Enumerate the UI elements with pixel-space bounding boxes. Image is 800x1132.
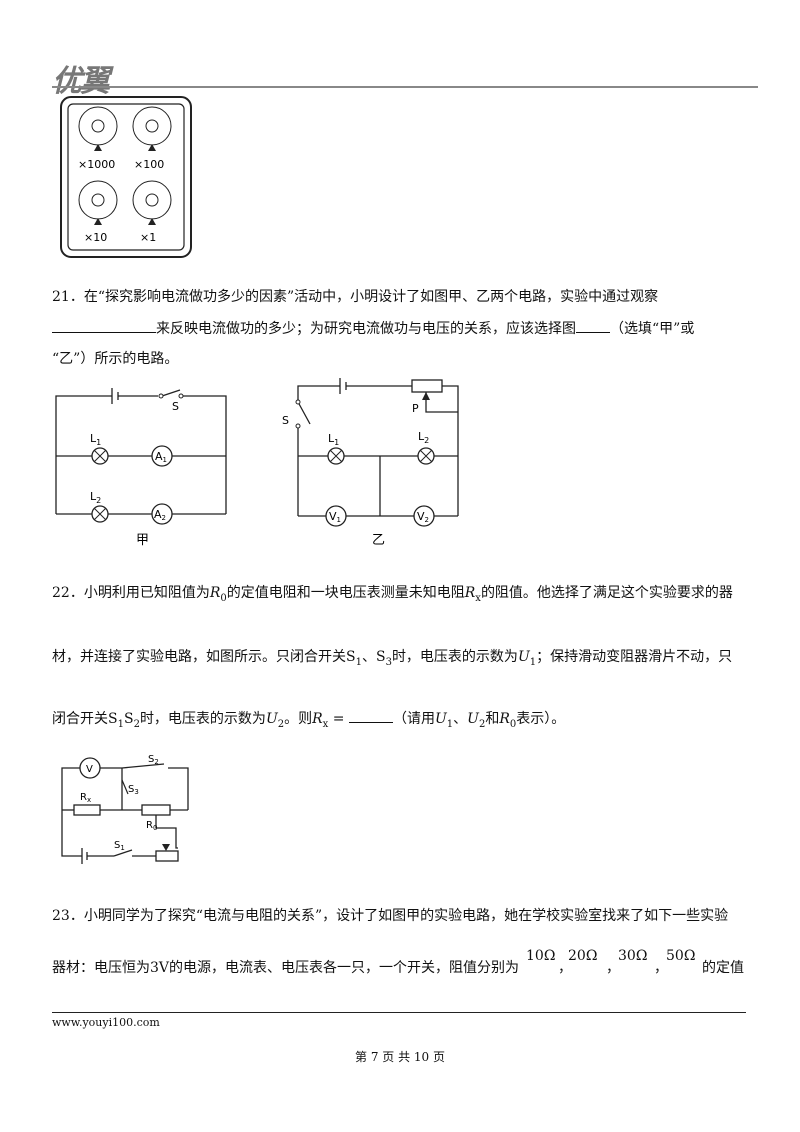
slider-label: P xyxy=(412,402,419,415)
q23-res3: 30Ω xyxy=(618,946,647,966)
ammeter-a1-label: A1 xyxy=(155,450,167,464)
ammeter-a2-label: A2 xyxy=(154,508,166,522)
dial-label: ×100 xyxy=(134,158,164,171)
resistance-50: 50Ω xyxy=(666,948,696,964)
figure-caption: 乙 xyxy=(372,533,385,548)
q23-line2: 器材：电压恒为3V的电源，电流表、电压表各一只，一个开关，阻值分别为 xyxy=(52,960,520,976)
dial-1000 xyxy=(78,106,118,151)
q23-resistances: 10Ω xyxy=(526,946,555,966)
page-number: 第 7 页 共 10 页 xyxy=(355,1050,445,1064)
dial-label: ×10 xyxy=(84,231,107,244)
q23-res2: 20Ω xyxy=(568,946,597,966)
resistor-r0-label: R0 xyxy=(146,820,157,832)
voltmeter-v2-label: V2 xyxy=(417,510,429,524)
lamp-l2-label: L2 xyxy=(90,490,101,505)
logo-text: 优翼 xyxy=(52,64,110,99)
header-logo: 优翼 xyxy=(52,56,110,100)
q23-sep: ， xyxy=(654,960,668,976)
q22-line3: 闭合开关S1S2时，电压表的示数为U2。则Rx = （请用U1、U2和R0表示）… xyxy=(52,708,565,735)
dial-label: ×1000 xyxy=(78,158,115,171)
voltmeter-label: V xyxy=(86,764,93,775)
answer-blank[interactable] xyxy=(348,708,393,723)
footer-rule xyxy=(52,1012,746,1013)
lamp-l2-label: L2 xyxy=(418,430,429,445)
circuit-q22: V S2 S3 Rx R0 S1 xyxy=(61,754,189,864)
resistance-box-figure: ×1000 ×100 ×10 ×1 xyxy=(60,96,192,258)
switch-s3-label: S3 xyxy=(128,784,139,796)
dial-10 xyxy=(78,180,118,225)
lamp-l1-label: L1 xyxy=(90,432,101,447)
resistor-rx-label: Rx xyxy=(80,792,91,804)
figure-caption: 甲 xyxy=(136,533,149,548)
voltmeter-v1-label: V1 xyxy=(329,510,341,524)
q23-sep: ， xyxy=(558,960,572,976)
lamp-l1-label: L1 xyxy=(328,432,339,447)
q23-line2-end: 的定值 xyxy=(702,960,744,976)
q21-line1: 21．在“探究影响电流做功多少的因素”活动中，小明设计了如图甲、乙两个电路，实验… xyxy=(52,289,659,305)
q23-sep: ， xyxy=(606,960,620,976)
resistance-30: 30Ω xyxy=(618,948,648,964)
switch-label: S xyxy=(172,400,179,413)
dial-1 xyxy=(132,180,172,225)
q23-res4: 50Ω xyxy=(666,946,695,966)
dial-label: ×1 xyxy=(140,231,156,244)
q22-line1: 22．小明利用已知阻值为R0的定值电阻和一块电压表测量未知电阻Rx的阻值。他选择… xyxy=(52,585,733,604)
switch-s2-label: S2 xyxy=(148,754,159,766)
footer-url[interactable]: www.youyi100.com xyxy=(52,1016,160,1029)
q23-line1: 23．小明同学为了探究“电流与电阻的关系”，设计了如图甲的实验电路，她在学校实验… xyxy=(52,908,729,924)
switch-label: S xyxy=(282,414,289,427)
switch-s1-label: S1 xyxy=(114,840,125,852)
circuit-jia: S L1 A1 L2 A2 甲 xyxy=(55,388,227,548)
dial-100 xyxy=(132,106,172,151)
resistance-10: 10Ω xyxy=(526,948,556,964)
q21-line3: “乙”）所示的电路。 xyxy=(52,351,179,367)
answer-blank[interactable] xyxy=(52,318,156,333)
q22-line2: 材，并连接了实验电路，如图所示。只闭合开关S1、S3时，电压表的示数为U1；保持… xyxy=(52,649,733,668)
circuit-yi: S P L1 L2 V1 V2 乙 xyxy=(282,378,459,548)
answer-blank[interactable] xyxy=(576,318,610,333)
resistance-20: 20Ω xyxy=(568,948,598,964)
q21-line2: 来反映电流做功的多少；为研究电流做功与电压的关系，应该选择图（选填“甲”或 xyxy=(52,318,694,339)
header-rule xyxy=(52,86,758,88)
